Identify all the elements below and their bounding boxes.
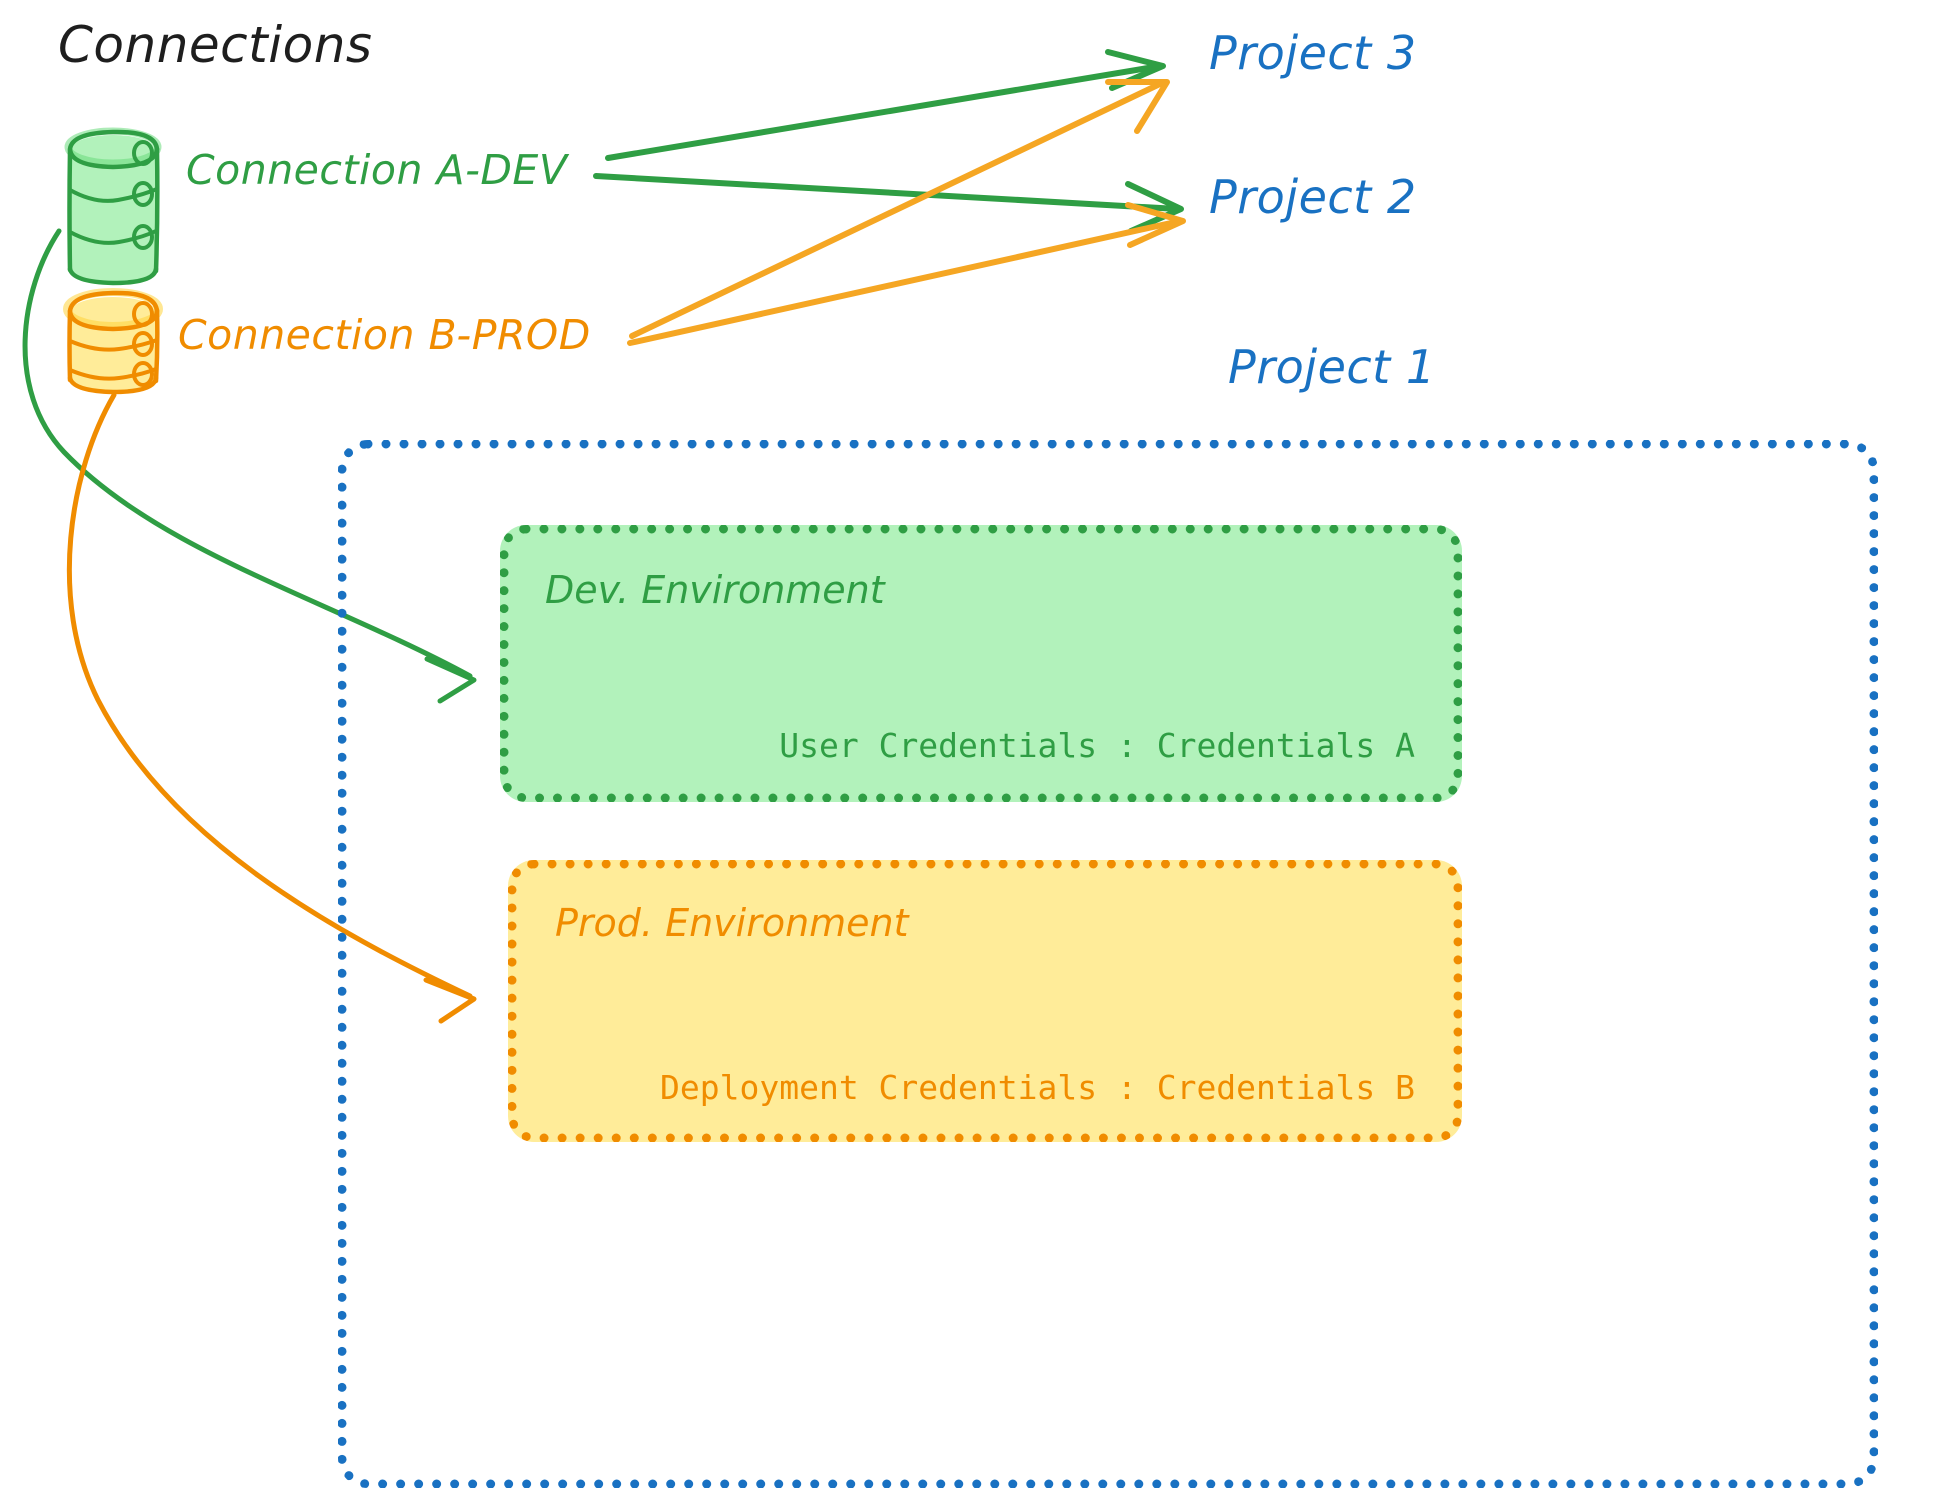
arrow-b-to-project2 bbox=[627, 202, 1186, 346]
prod-environment-credentials: Deployment Credentials : Credentials B bbox=[660, 1068, 1415, 1107]
page-title: Connections bbox=[58, 16, 373, 74]
database-cylinder-icon-connection-a[interactable] bbox=[64, 127, 162, 286]
arrow-b-to-project3 bbox=[629, 79, 1170, 339]
dev-environment-title: Dev. Environment bbox=[545, 568, 885, 612]
connection-a-label[interactable]: Connection A-DEV bbox=[186, 146, 568, 194]
project-1-label[interactable]: Project 1 bbox=[1228, 340, 1436, 394]
prod-environment-title: Prod. Environment bbox=[555, 901, 909, 945]
project-1-container bbox=[338, 440, 1878, 1488]
project-3-label[interactable]: Project 3 bbox=[1209, 26, 1417, 80]
project-2-label[interactable]: Project 2 bbox=[1209, 170, 1417, 224]
dev-environment-box[interactable]: Dev. Environment User Credentials : Cred… bbox=[500, 525, 1462, 802]
prod-environment-box[interactable]: Prod. Environment Deployment Credentials… bbox=[508, 860, 1462, 1142]
connection-b-label[interactable]: Connection B-PROD bbox=[178, 311, 591, 359]
arrow-a-to-project3 bbox=[605, 49, 1166, 161]
database-cylinder-icon-connection-b[interactable] bbox=[63, 288, 163, 395]
arrow-a-to-project2 bbox=[593, 173, 1184, 234]
dev-environment-credentials: User Credentials : Credentials A bbox=[779, 726, 1415, 765]
